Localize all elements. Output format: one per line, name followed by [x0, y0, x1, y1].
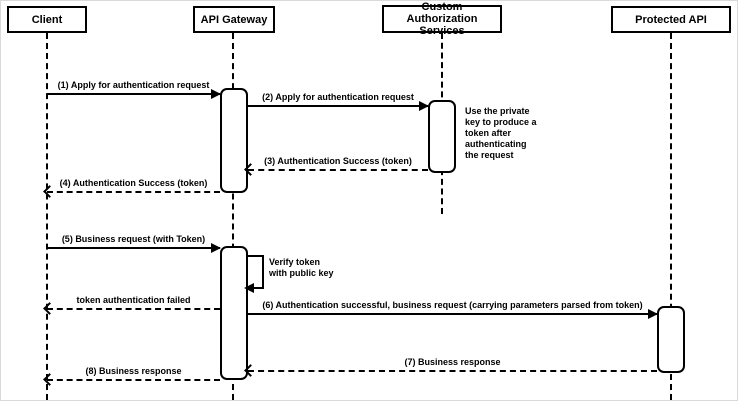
arrowhead-left-icon: [244, 283, 254, 293]
message-3-line: [248, 169, 428, 171]
lifeline-api-gateway: [232, 33, 234, 400]
participant-client: Client: [7, 6, 87, 33]
participant-custom-auth-services: Custom Authorization Services: [382, 1, 502, 37]
message-4-line: [47, 191, 220, 193]
arrowhead-right-icon: [648, 309, 658, 319]
message-4-label: (4) Authentication Success (token): [59, 178, 208, 188]
message-token-auth-failed-label: token authentication failed: [76, 295, 191, 305]
message-6-label: (6) Authentication successful, business …: [262, 300, 643, 310]
self-message-verify-token: [244, 255, 264, 293]
message-2-line: [248, 105, 428, 107]
message-7-label: (7) Business response: [404, 357, 501, 367]
message-7-line: [248, 370, 657, 372]
message-6-line: [248, 313, 657, 315]
participant-protected-api: Protected API: [611, 6, 731, 33]
message-5-line: [47, 247, 220, 249]
message-token-auth-failed-line: [47, 308, 220, 310]
message-3-label: (3) Authentication Success (token): [264, 156, 412, 166]
participant-protected-api-label: Protected API: [635, 13, 707, 26]
message-2-label: (2) Apply for authentication request: [262, 92, 414, 102]
activation-protected-api: [657, 306, 685, 373]
note-private-key: Use the private key to produce a token a…: [465, 106, 537, 160]
lifeline-protected-api: [670, 33, 672, 400]
message-1-line: [47, 93, 220, 95]
arrowhead-right-icon: [211, 89, 221, 99]
message-5-label: (5) Business request (with Token): [61, 234, 206, 244]
activation-api-gateway-business: [220, 246, 248, 380]
participant-api-gateway-label: API Gateway: [200, 13, 268, 26]
message-1-label: (1) Apply for authentication request: [57, 80, 210, 90]
participant-api-gateway: API Gateway: [193, 6, 275, 33]
arrowhead-right-icon: [419, 101, 429, 111]
activation-api-gateway-auth: [220, 88, 248, 193]
self-message-verify-token-label: Verify token with public key: [269, 257, 334, 278]
arrowhead-right-icon: [211, 243, 221, 253]
participant-client-label: Client: [31, 13, 63, 26]
message-8-label: (8) Business response: [85, 366, 182, 376]
message-8-line: [47, 379, 220, 381]
lifeline-client: [46, 33, 48, 400]
activation-custom-auth-services: [428, 100, 456, 173]
participant-custom-auth-services-label: Custom Authorization Services: [406, 1, 478, 37]
